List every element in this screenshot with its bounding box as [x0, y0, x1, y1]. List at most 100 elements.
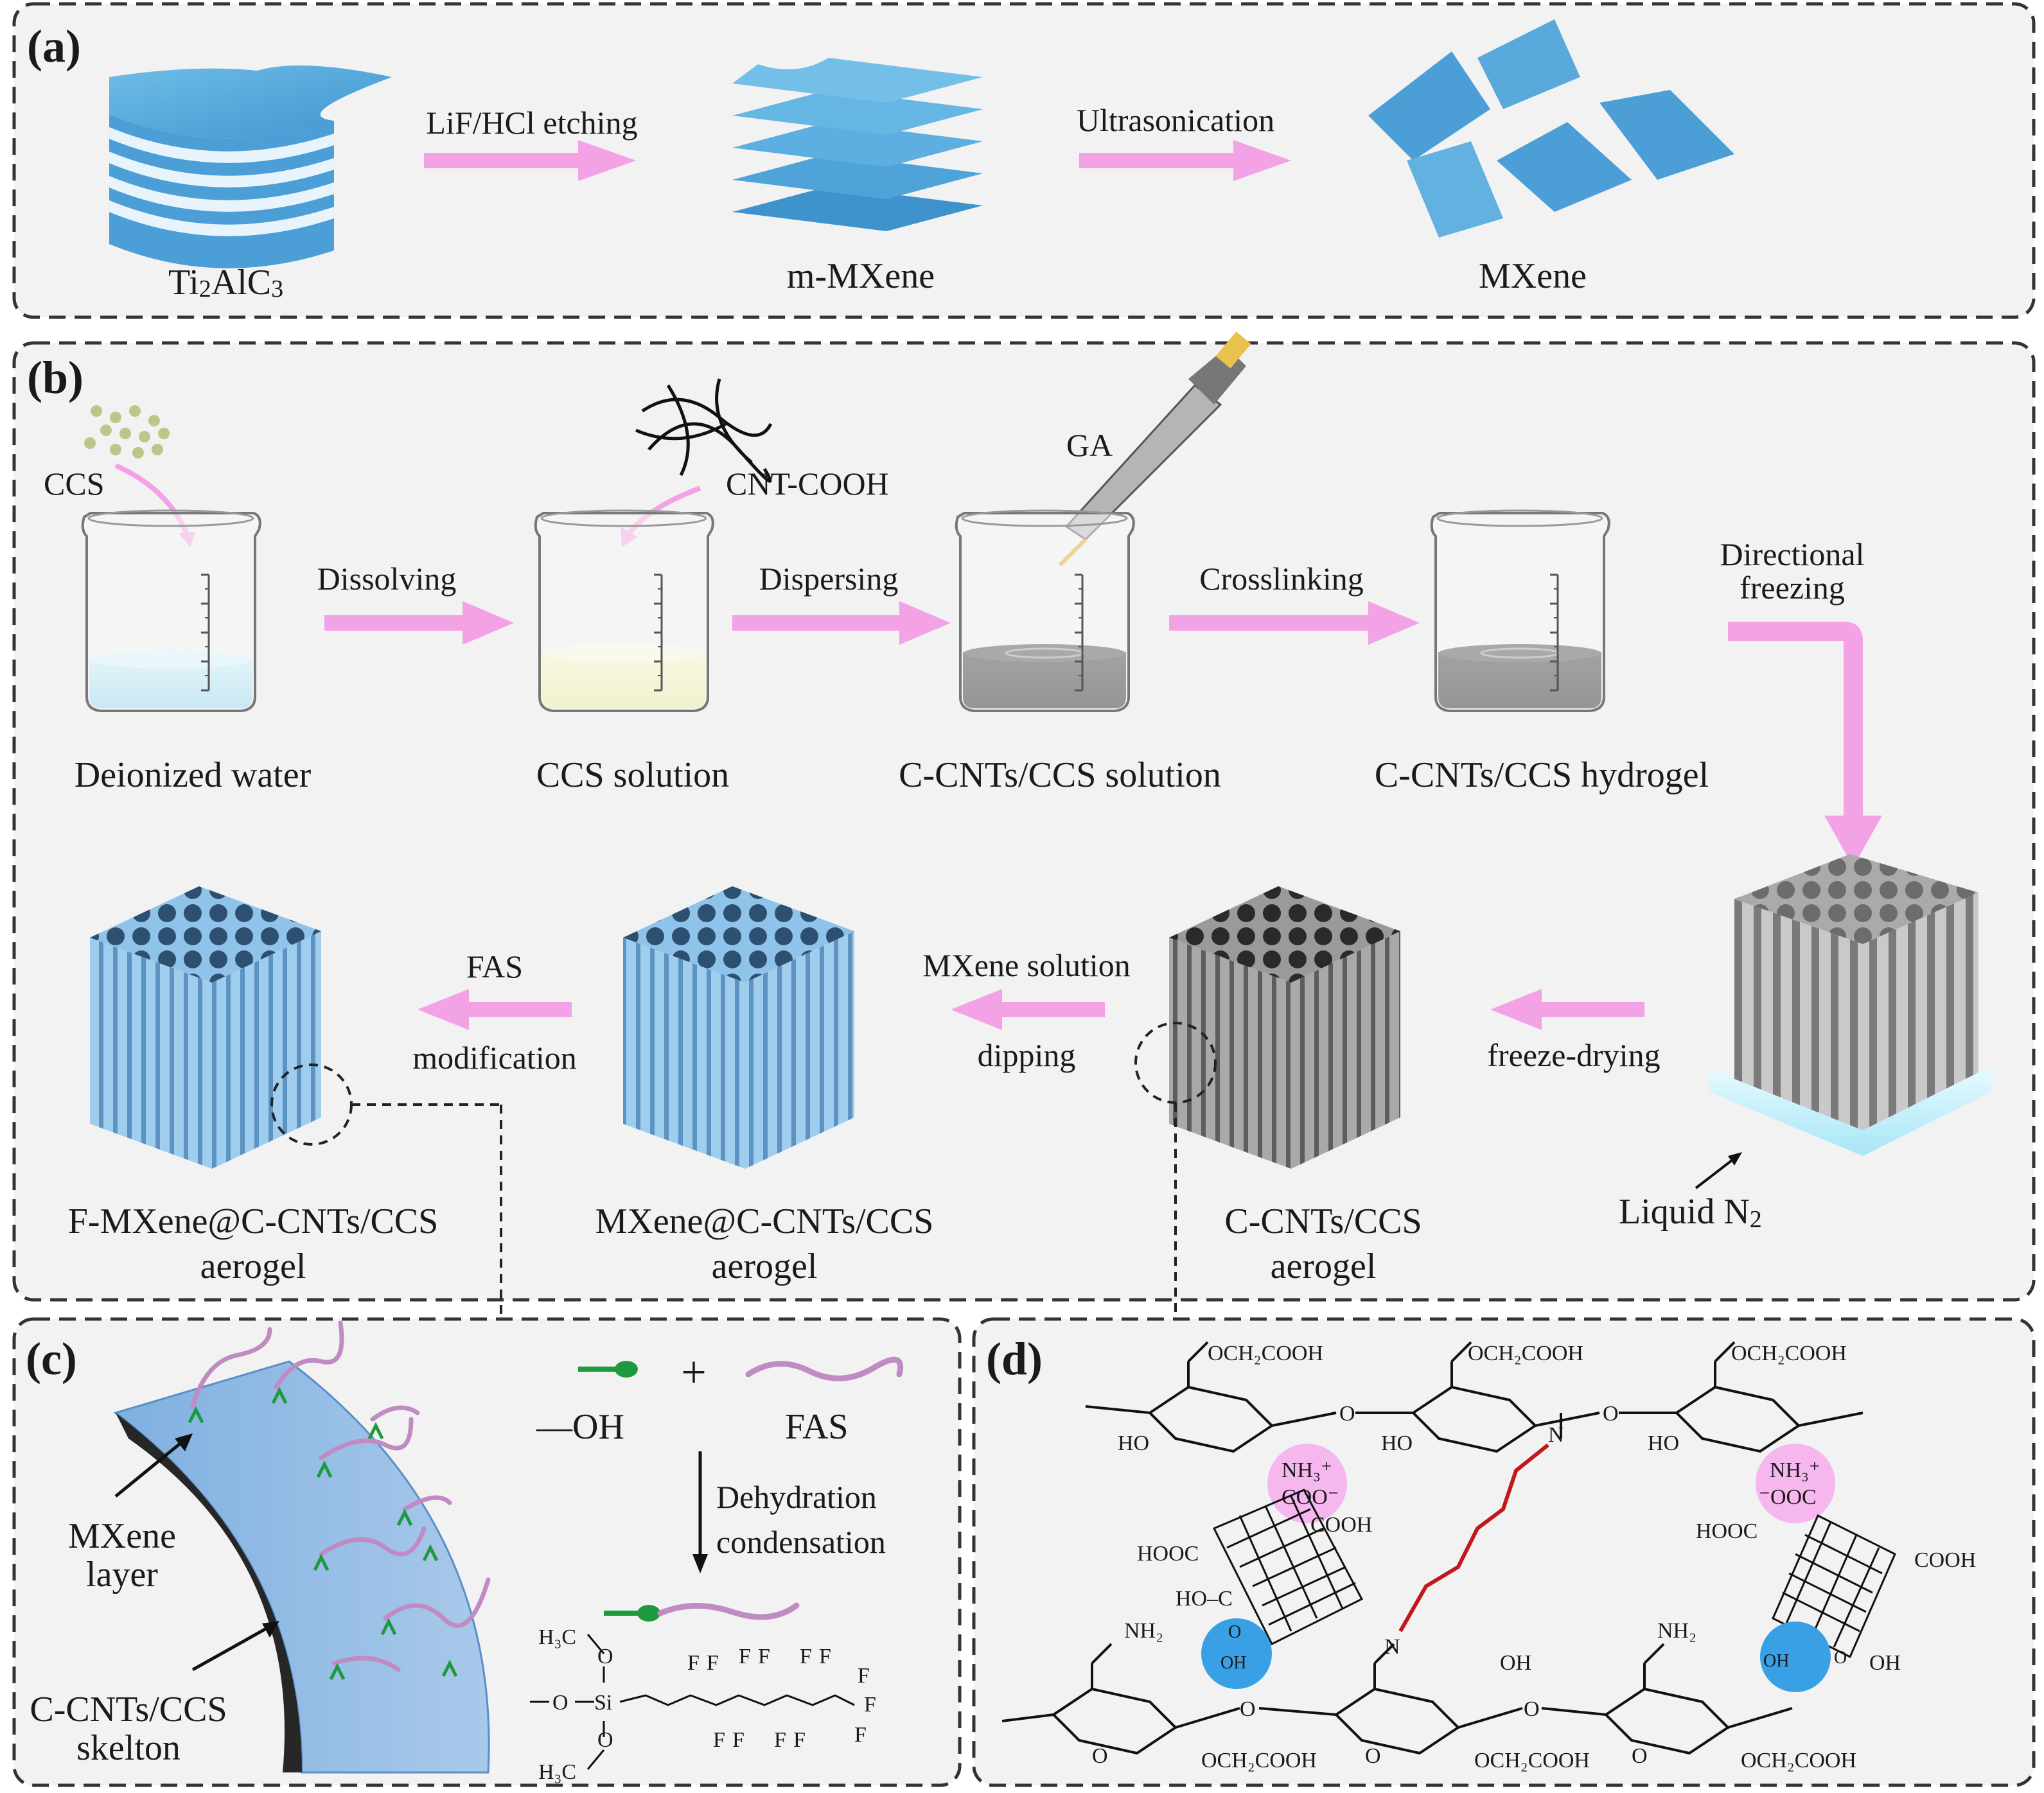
- arrow-dispersing: [732, 601, 951, 645]
- arrow-dissolving: [324, 601, 514, 645]
- f-6: F: [819, 1645, 831, 1668]
- ti2alc3-label: Ti2AlC3: [168, 263, 283, 302]
- beaker-deionized-water: [81, 509, 261, 712]
- ocooh-bottom-3: OCH₂COOH: [1741, 1749, 1856, 1772]
- m-mxene-label: m-MXene: [787, 256, 935, 296]
- mxene-ccnts-label-1: MXene@C-CNTs/CCS: [595, 1202, 934, 1241]
- oh-right-end: OH: [1869, 1651, 1901, 1675]
- dipping-label: dipping: [978, 1037, 1076, 1073]
- h3c-bottom-label: H₃C: [538, 1760, 576, 1784]
- bottom-polymer-chain: [1001, 1643, 1793, 1754]
- o-bottom-link-1: O: [1240, 1697, 1256, 1721]
- f-9: F: [774, 1728, 786, 1752]
- cooh-cnt-right: COOH: [1914, 1548, 1976, 1572]
- ocooh-top-3: OCH₂COOH: [1731, 1342, 1847, 1365]
- beaker-ccnts-solution: [955, 509, 1135, 712]
- dispersing-label: Dispersing: [759, 561, 899, 597]
- cnt-left: [1212, 1489, 1364, 1646]
- arrow-ultrasonication: [1079, 140, 1291, 181]
- ion-pair-circle-left: [1267, 1444, 1347, 1523]
- panel-b-letter: (b): [27, 352, 84, 403]
- fas-label: FAS: [785, 1407, 849, 1447]
- o-left-label: O: [552, 1691, 568, 1715]
- hooc-cnt-right: HOOC: [1696, 1519, 1758, 1543]
- mxene-flakes: [1368, 19, 1734, 238]
- f-12: F: [864, 1693, 876, 1717]
- condensation-label: condensation: [716, 1524, 886, 1560]
- f-7: F: [713, 1728, 725, 1752]
- liquid-n2-label: Liquid N2: [1619, 1192, 1762, 1233]
- si-label: Si: [594, 1691, 612, 1715]
- ccs-solution-label: CCS solution: [536, 755, 729, 795]
- cooh-cnt-left-1: COOH: [1310, 1513, 1372, 1537]
- fas-chain-symbol: [745, 1356, 903, 1381]
- nh3-left: NH₃⁺: [1282, 1458, 1332, 1482]
- fas-step-label: FAS: [466, 949, 523, 984]
- ocooh-bottom-2: OCH₂COOH: [1474, 1749, 1590, 1772]
- dehydration-label: Dehydration: [716, 1479, 877, 1515]
- panel-d-letter: (d): [986, 1333, 1043, 1385]
- coo-left: COO⁻: [1282, 1485, 1339, 1509]
- fas-silane-structure: [530, 1634, 855, 1770]
- freeze-drying-label: freeze-drying: [1487, 1037, 1660, 1073]
- dissolving-label: Dissolving: [317, 561, 457, 597]
- ocooh-top-1: OCH₂COOH: [1208, 1342, 1323, 1365]
- mxene-label: MXene: [1479, 256, 1587, 296]
- beaker-ccs-solution: [534, 509, 714, 712]
- arrow-fas-modification: [418, 989, 572, 1030]
- panel-c-letter: (c): [26, 1333, 77, 1385]
- ccs-label: CCS: [44, 466, 105, 502]
- o-hbond-right: O: [1834, 1648, 1847, 1668]
- frozen-pillars: [1709, 854, 1991, 1156]
- f-8: F: [732, 1728, 744, 1752]
- ho-top-2: HO: [1381, 1431, 1413, 1455]
- cnt-cooh-tangle: [635, 378, 773, 483]
- nh2-right: NH₂: [1657, 1619, 1696, 1643]
- m-mxene-stack: [732, 58, 983, 231]
- ooc-right: ⁻OOC: [1759, 1485, 1817, 1509]
- o-hbond-left: O: [1228, 1622, 1241, 1642]
- o-bottom-label: O: [597, 1728, 613, 1752]
- crosslinking-label: Crosslinking: [1199, 561, 1364, 597]
- f-mxene-aerogel-block: [90, 886, 321, 1169]
- f-11: F: [858, 1664, 870, 1688]
- beaker-ccnts-hydrogel: [1430, 509, 1610, 712]
- plus-sign: +: [681, 1348, 706, 1397]
- f-2: F: [707, 1651, 719, 1675]
- ccnts-aerogel-label-2: aerogel: [1271, 1246, 1377, 1286]
- arrow-etching: [424, 140, 636, 181]
- cnt-cooh-label: CNT-COOH: [726, 466, 889, 502]
- top-polymer-chain: [1085, 1341, 1863, 1453]
- ion-pair-circle-right: [1756, 1444, 1835, 1523]
- o-ring-1: O: [1092, 1744, 1108, 1768]
- ho-top-1: HO: [1118, 1431, 1149, 1455]
- hbond-circle-left: [1201, 1618, 1272, 1689]
- modification-label: modification: [412, 1040, 577, 1076]
- oh-symbol: [578, 1361, 638, 1378]
- ccnts-aerogel-block: [1169, 886, 1400, 1169]
- f-5: F: [800, 1645, 812, 1668]
- o-ring-2: O: [1365, 1744, 1381, 1768]
- f-13: F: [854, 1723, 867, 1747]
- mxene-layer-label-2: layer: [86, 1555, 158, 1595]
- oh-hbond-left: OH: [1220, 1653, 1246, 1673]
- ccs-powder: [84, 405, 170, 459]
- hooc-cnt-left: HOOC: [1137, 1542, 1199, 1566]
- f-3: F: [739, 1645, 751, 1668]
- glutaraldehyde-linker: [1398, 1443, 1549, 1632]
- skeleton-label-2: skelton: [76, 1728, 181, 1768]
- liquid-n2-pointer: [1695, 1155, 1739, 1189]
- etching-step-label: LiF/HCl etching: [426, 105, 637, 141]
- nh3-right: NH₃⁺: [1770, 1458, 1820, 1482]
- panel-a-letter: (a): [27, 21, 81, 72]
- ccnts-solution-label: C-CNTs/CCS solution: [899, 755, 1221, 795]
- o-ring-3: O: [1632, 1744, 1648, 1768]
- f-mxene-label-1: F-MXene@C-CNTs/CCS: [68, 1202, 439, 1241]
- ocooh-top-2: OCH₂COOH: [1468, 1342, 1583, 1365]
- ga-label: GA: [1066, 427, 1113, 463]
- ultrasonication-step-label: Ultrasonication: [1077, 102, 1274, 138]
- ti2alc3-stack: [109, 66, 392, 268]
- ccnts-hydrogel-label: C-CNTs/CCS hydrogel: [1375, 755, 1709, 795]
- oh-label: —OH: [536, 1407, 624, 1447]
